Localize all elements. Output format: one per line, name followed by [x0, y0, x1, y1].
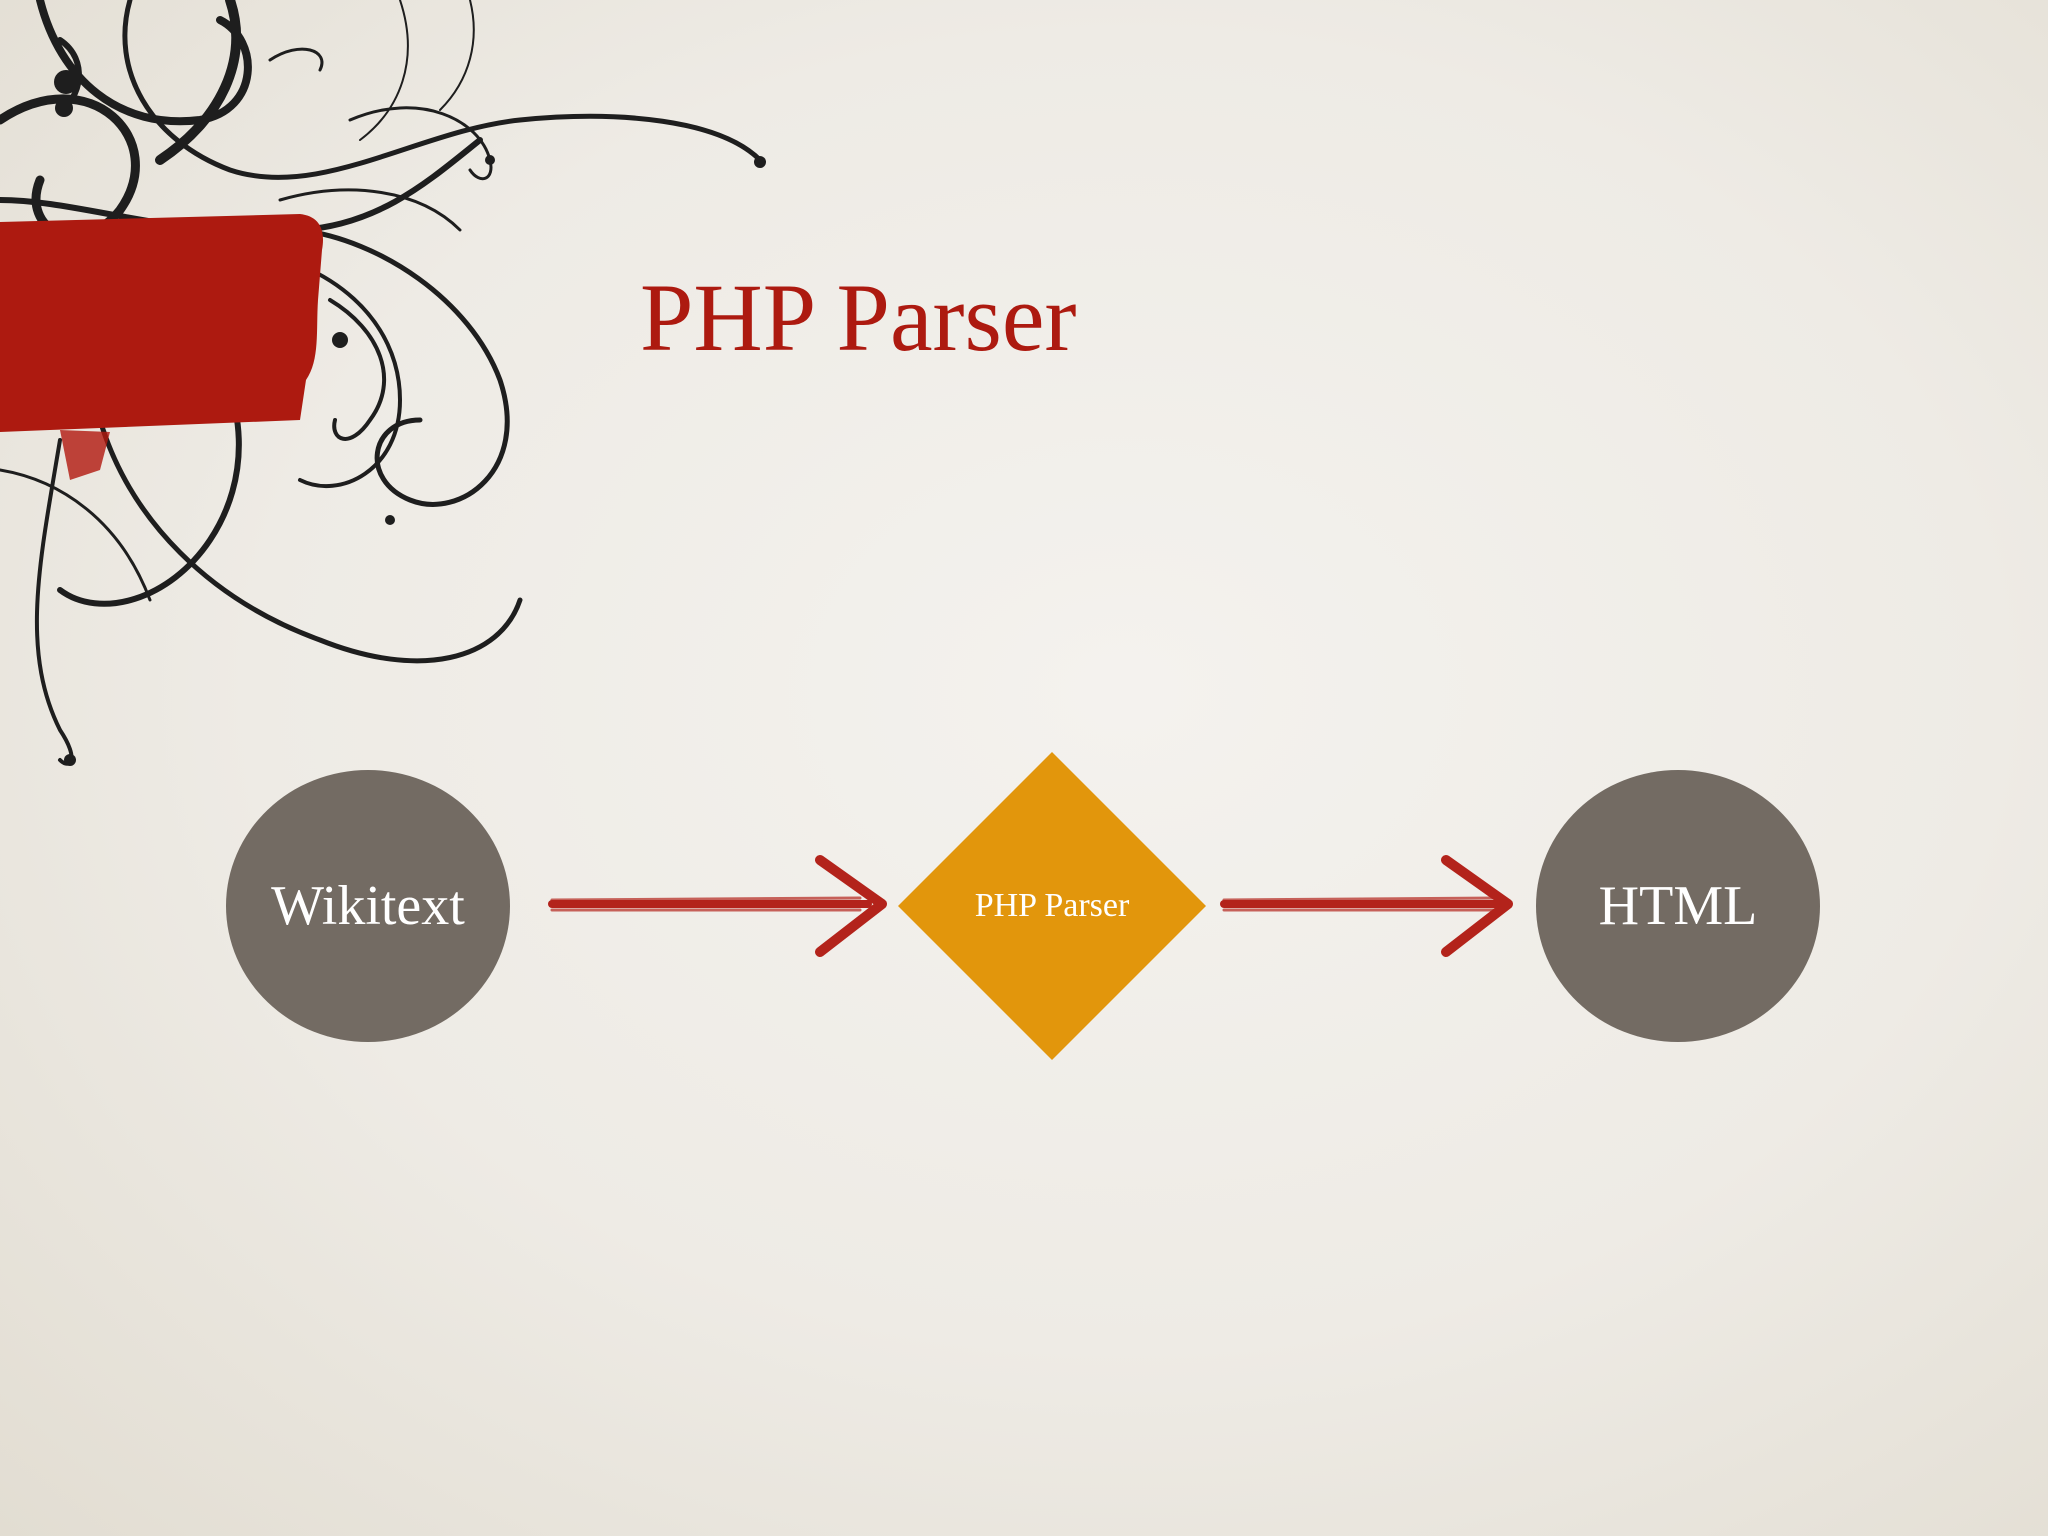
php-parser-diamond	[898, 752, 1206, 1060]
arrow-parser-to-html	[1220, 855, 1513, 957]
html-node-label: HTML	[1598, 875, 1758, 937]
wikitext-node-label: Wikitext	[271, 875, 465, 937]
php-parser-node-label: PHP Parser	[974, 887, 1130, 924]
html-node: HTML	[1536, 770, 1820, 1042]
decorative-flourish	[0, 0, 766, 766]
wikitext-node: Wikitext	[226, 770, 510, 1042]
red-brush-stroke	[0, 214, 324, 432]
arrow-wikitext-to-parser	[548, 855, 887, 957]
slide-title: PHP Parser	[640, 264, 1077, 371]
